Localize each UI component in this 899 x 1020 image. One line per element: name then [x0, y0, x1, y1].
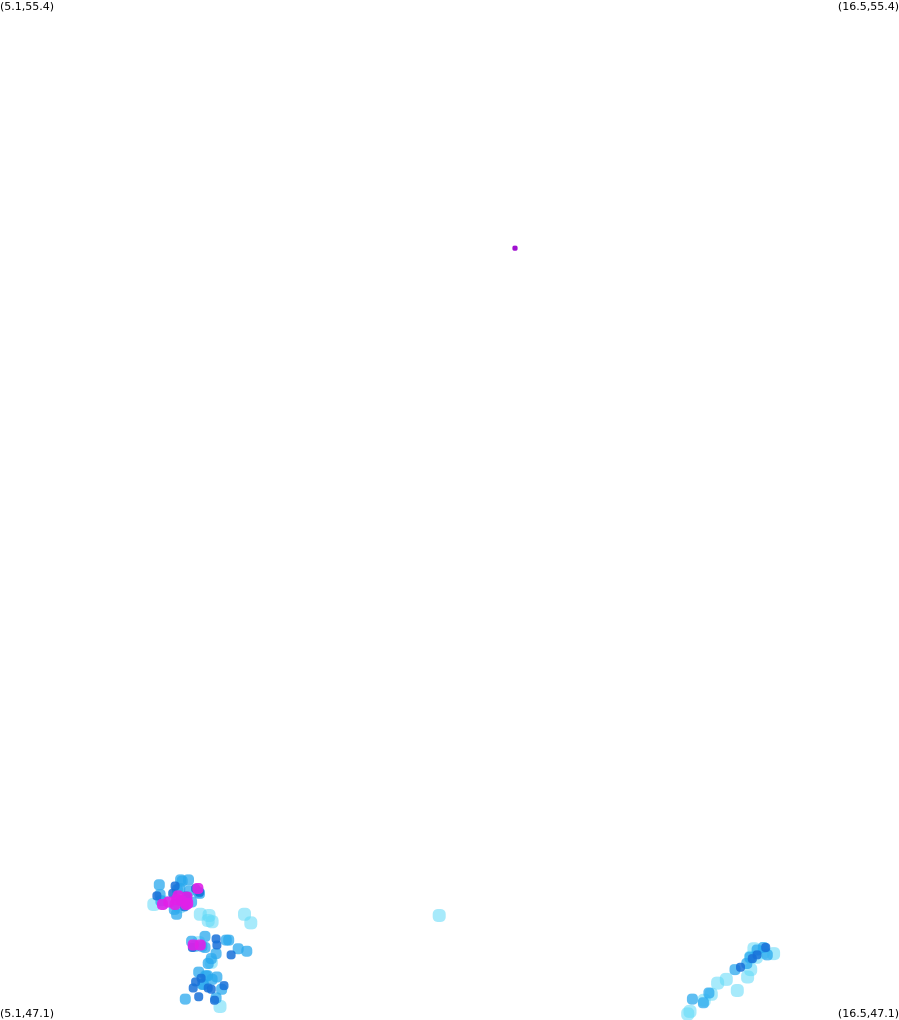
data-point-medium	[171, 908, 183, 920]
points-layer	[147, 245, 781, 1020]
data-point-light	[711, 976, 725, 990]
data-point-light	[683, 1004, 697, 1018]
data-point-dark	[194, 992, 204, 1002]
data-point-medium	[697, 997, 709, 1009]
corner-label-top-left: (5.1,55.4)	[0, 0, 55, 13]
data-point-dark	[188, 983, 198, 993]
data-point-light	[741, 970, 755, 984]
data-point-dark	[152, 891, 162, 901]
corner-label-top-right: (16.5,55.4)	[837, 0, 899, 13]
data-point-medium	[703, 987, 715, 999]
data-point-medium	[205, 953, 217, 965]
data-point-dark	[226, 950, 236, 960]
data-point-medium	[232, 943, 244, 955]
data-point-magenta	[192, 883, 204, 894]
data-point-light	[432, 909, 446, 922]
data-point-purple	[512, 245, 518, 251]
data-point-light	[730, 984, 744, 997]
data-point-medium	[199, 930, 211, 942]
corner-label-bottom-right: (16.5,47.1)	[837, 1007, 899, 1020]
data-point-medium	[241, 945, 253, 957]
data-point-dark	[203, 983, 213, 993]
data-point-magenta	[157, 899, 168, 910]
corner-label-bottom-left: (5.1,47.1)	[0, 1007, 55, 1020]
data-point-dark	[736, 962, 745, 972]
data-point-medium	[223, 934, 235, 946]
data-point-dark	[761, 943, 771, 952]
data-point-dark	[219, 981, 229, 991]
data-point-medium	[211, 971, 223, 983]
data-point-light	[205, 915, 219, 929]
data-point-dark	[210, 995, 219, 1005]
data-point-magenta	[187, 939, 199, 951]
data-point-dark	[170, 881, 180, 891]
data-point-medium	[179, 993, 191, 1005]
data-point-medium	[153, 879, 165, 891]
data-point-dark	[212, 940, 222, 950]
data-point-magenta	[169, 899, 181, 910]
data-point-light	[244, 916, 258, 930]
data-point-dark	[752, 950, 762, 960]
data-point-medium	[686, 993, 698, 1005]
data-point-magenta	[182, 897, 194, 909]
